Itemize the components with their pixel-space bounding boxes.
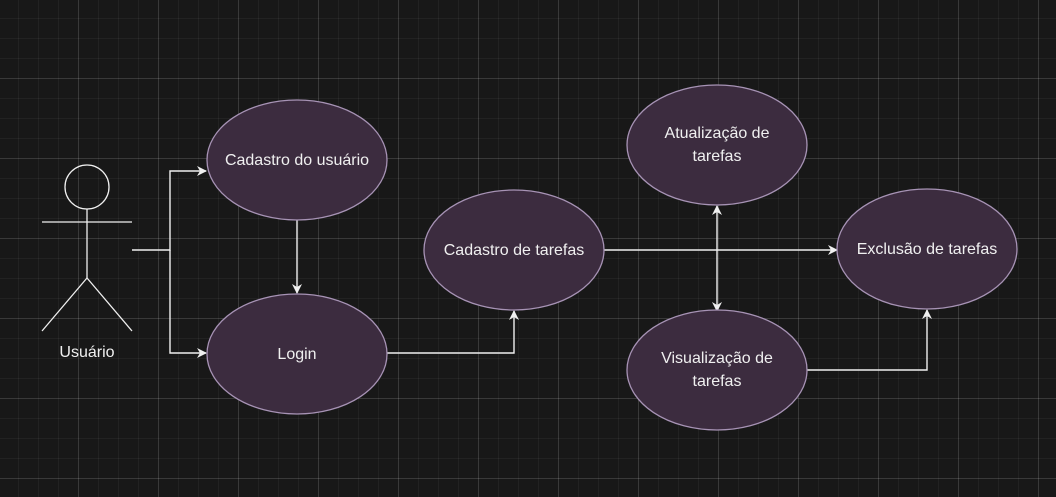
usecase-label-cadastro-usuario: Cadastro do usuário	[224, 151, 370, 169]
actor-head	[64, 164, 110, 210]
usecase-exclusao-tarefas[interactable]	[836, 188, 1018, 310]
usecase-label-exclusao-tarefas: Exclusão de tarefas	[856, 240, 998, 258]
usecase-label-atualizacao-tarefas: Atualização de tarefas	[664, 125, 770, 165]
edge-visualizacao-to-exclusao[interactable]	[807, 309, 932, 371]
edge-login-to-cadastro-tarefas[interactable]	[387, 310, 519, 354]
usecase-atualizacao-tarefas[interactable]	[626, 84, 808, 206]
usecase-cadastro-tarefas[interactable]	[423, 189, 605, 311]
actor-leg-right	[86, 277, 133, 332]
usecase-login[interactable]	[206, 293, 388, 415]
actor-label: Usuário	[59, 343, 115, 361]
usecase-label-cadastro-tarefas: Cadastro de tarefas	[443, 241, 585, 259]
usecase-cadastro-usuario[interactable]	[206, 99, 388, 221]
usecase-label-visualizacao-tarefas: Visualização de tarefas	[661, 350, 773, 390]
usecase-visualizacao-tarefas[interactable]	[626, 309, 808, 431]
actor-leg-left	[41, 277, 88, 332]
usecase-label-login: Login	[277, 345, 317, 363]
actor-figure[interactable]	[41, 164, 133, 332]
edge-actor-to-login[interactable]	[169, 250, 207, 358]
edge-actor-to-cadastro-usuario[interactable]	[132, 166, 207, 251]
